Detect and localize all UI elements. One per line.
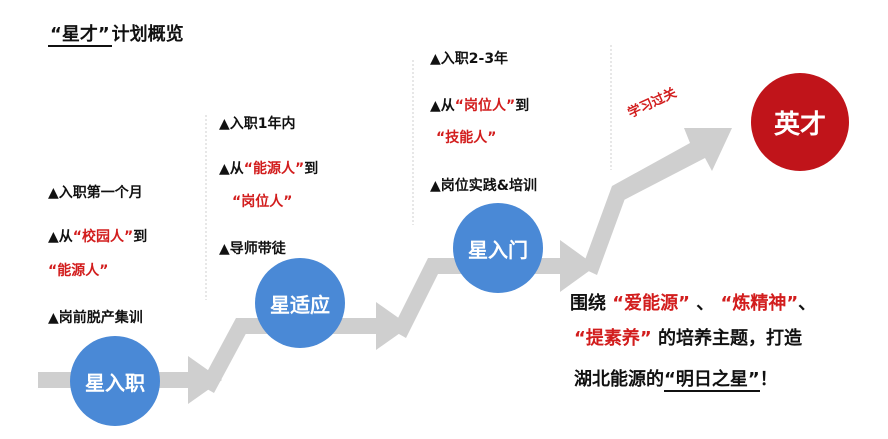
slogan-line-3: 湖北能源的“明日之星”！ [574, 366, 778, 394]
from-role: “能源人” [243, 161, 305, 177]
from-label: ▲从 [219, 161, 244, 177]
slogan-highlight-3: “提素养” [574, 328, 652, 349]
stage3-circle: 星入门 [453, 203, 543, 293]
stage2-to-role: “岗位人” [232, 194, 293, 210]
slogan-star-underlined: “明日之星” [664, 369, 760, 392]
to-label: 到 [515, 98, 530, 114]
page-title: “星才”计划概览 [48, 20, 184, 47]
to-label: 到 [304, 161, 319, 177]
from-label: ▲从 [430, 98, 455, 114]
slogan-text: 、 [798, 293, 817, 314]
stage2-circle: 星适应 [255, 258, 345, 348]
stage3-method: ▲岗位实践&培训 [430, 178, 537, 194]
slogan-text: ！ [759, 369, 778, 390]
stage2-transition: ▲从“能源人”到 [219, 160, 318, 178]
stage1-transition: ▲从“校园人”到 [48, 228, 147, 246]
slogan-highlight-1: “爱能源” [612, 293, 690, 314]
slogan-text: 湖北能源的 [574, 369, 664, 390]
from-role: “校园人” [72, 229, 134, 245]
stage1-circle: 星入职 [70, 336, 160, 426]
slogan-text: 围绕 [570, 293, 613, 314]
stage2-method: ▲导师带徒 [219, 241, 286, 257]
stage1-period: ▲入职第一个月 [48, 185, 143, 201]
stage2-period: ▲入职1年内 [219, 116, 296, 132]
stage1-to-role: “能源人” [48, 263, 109, 279]
slogan-line-2: “提素养” 的培养主题，打造 [574, 325, 802, 353]
stage1-method: ▲岗前脱产集训 [48, 310, 143, 326]
title-highlight: “星才” [48, 24, 112, 47]
final-stage-circle: 英才 [751, 73, 849, 171]
stage3-to-role: “技能人” [436, 130, 497, 146]
slogan-text: 的培养主题，打造 [651, 328, 802, 349]
slogan-text: 、 [689, 293, 721, 314]
from-role: “岗位人” [454, 98, 516, 114]
slogan-highlight-2: “炼精神” [720, 293, 799, 314]
slogan-line-1: 围绕 “爱能源” 、 “炼精神”、 [570, 290, 816, 318]
title-rest: 计划概览 [111, 24, 184, 45]
stage3-transition: ▲从“岗位人”到 [430, 97, 529, 115]
from-label: ▲从 [48, 229, 73, 245]
to-label: 到 [133, 229, 148, 245]
stage3-period: ▲入职2-3年 [430, 51, 509, 67]
